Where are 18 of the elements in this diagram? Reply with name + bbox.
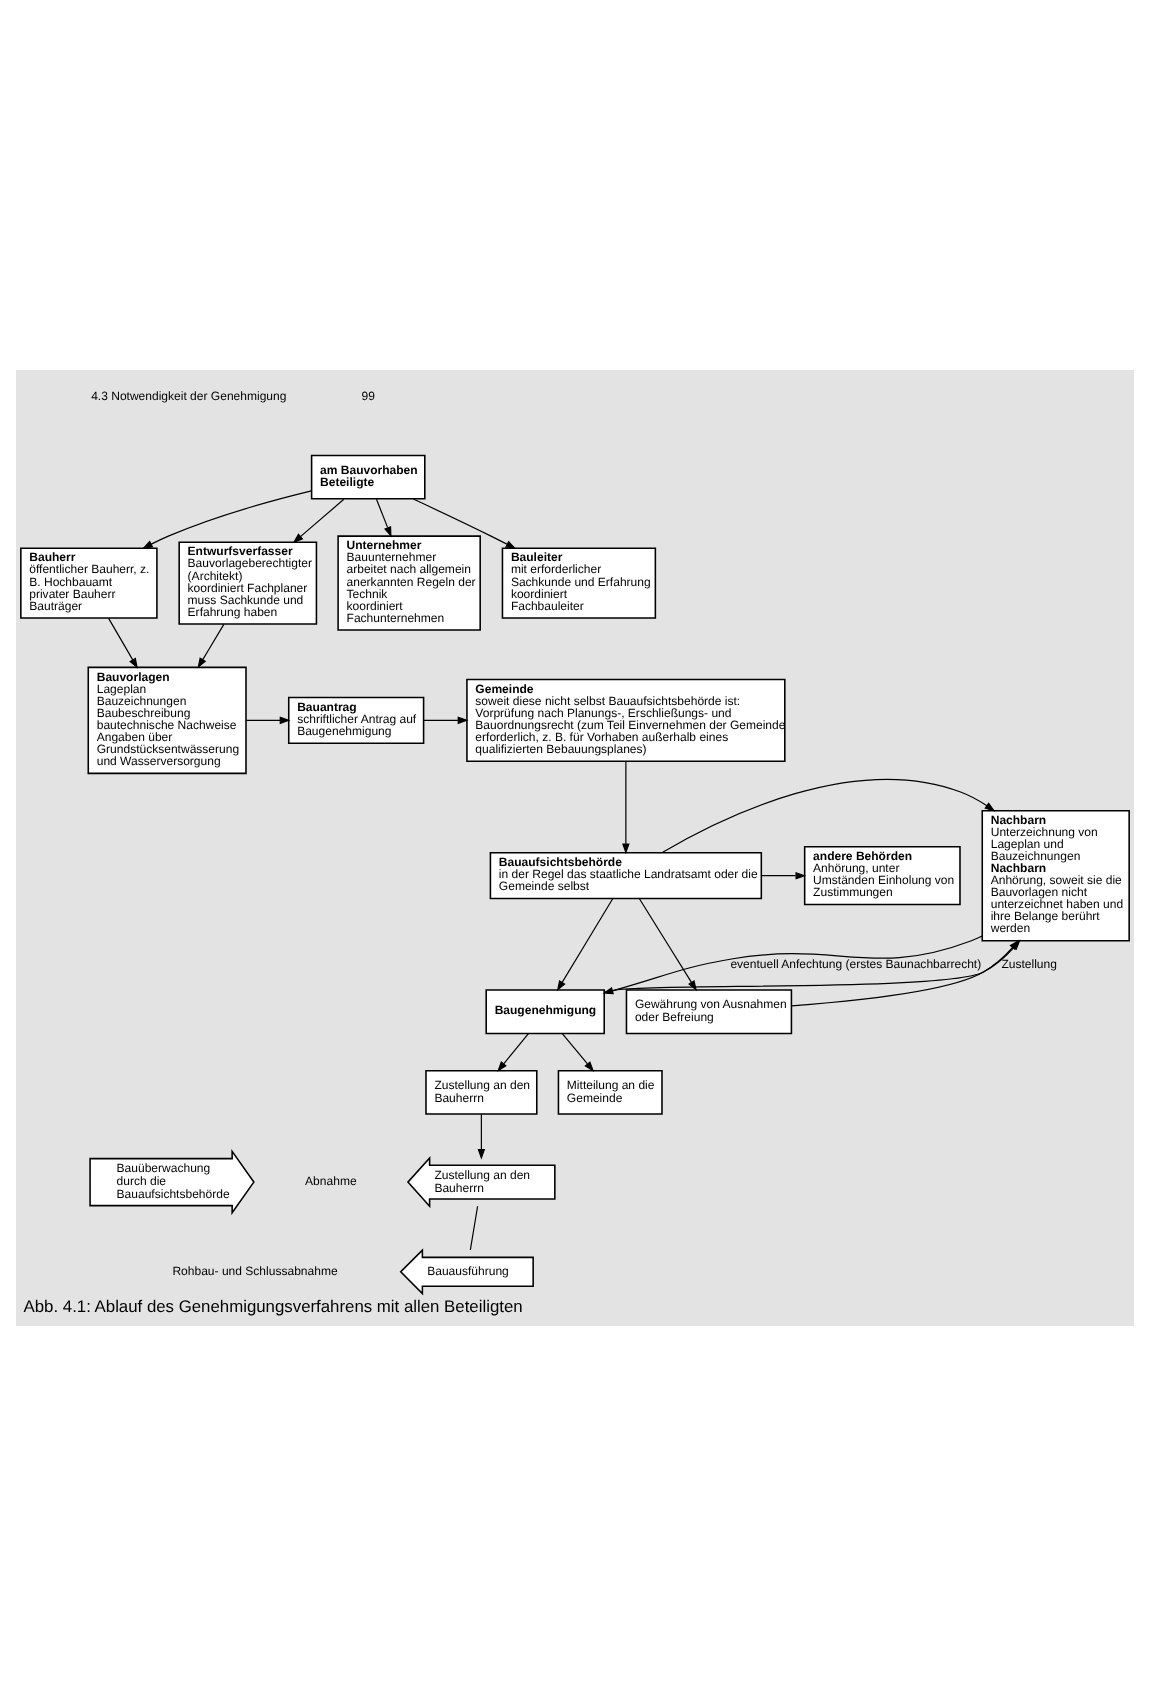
arrow — [245, 715, 291, 724]
arrow — [292, 497, 345, 543]
connector — [469, 1204, 479, 1250]
arrow — [141, 489, 312, 548]
arrow — [423, 715, 469, 724]
arrow — [661, 777, 996, 853]
arrow — [561, 1031, 595, 1071]
arrow — [477, 1112, 486, 1159]
arrow — [556, 897, 614, 991]
arrow — [108, 616, 138, 668]
arrow — [639, 897, 697, 991]
arrow — [197, 622, 225, 668]
arrow — [412, 497, 517, 548]
arrow — [761, 870, 807, 879]
caption: Abb. 4.1: Ablauf des Genehmigungsverfahrens mit allen Beteiligten — [23, 1294, 523, 1315]
arrow — [375, 497, 392, 537]
arrow — [622, 759, 630, 854]
arrow — [497, 1031, 530, 1071]
